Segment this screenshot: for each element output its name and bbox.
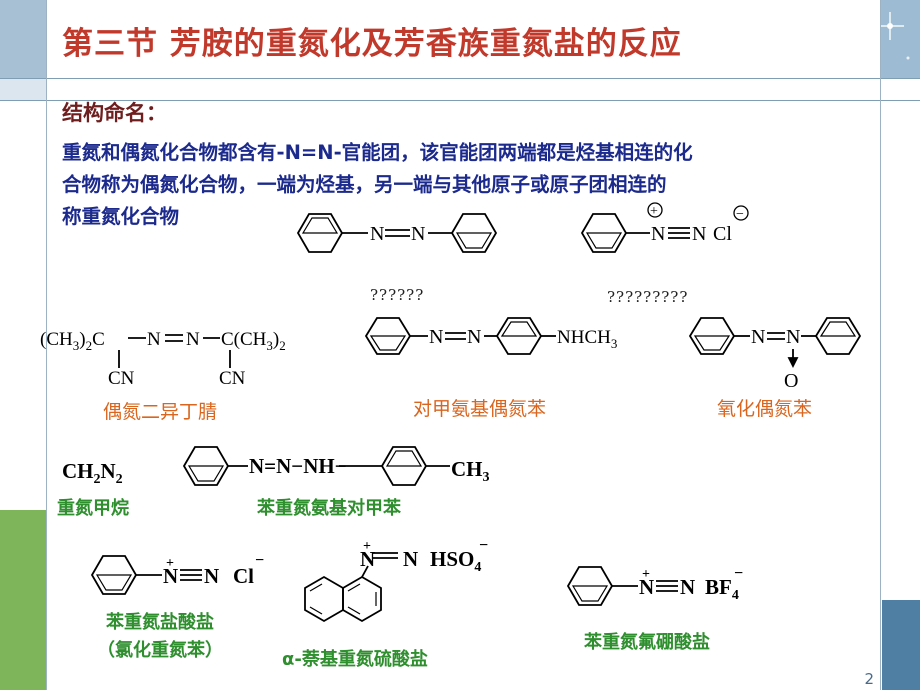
methylamino-n2: N [467, 326, 481, 348]
fluoroborate-anion: BF4 [705, 575, 739, 603]
azoxy-n2: N [786, 326, 800, 348]
section-heading: 结构命名： [62, 101, 167, 125]
left-bar-top [0, 0, 46, 78]
naphthyl-n1: N [360, 547, 375, 571]
label-azoxybenzene: 氧化偶氮苯 [717, 398, 813, 420]
right-strip-blue [882, 600, 920, 690]
benzenediazonium-anion: Cl [233, 564, 254, 588]
label-triazene: 苯重氮氨基对甲苯 [257, 498, 401, 519]
azo-nitrile-right: C(CH3)2 [221, 329, 286, 353]
diazonium-top-n2: N [692, 223, 706, 245]
right-strip-top [880, 0, 920, 78]
azo-nitrile-n2: N [186, 329, 200, 350]
slide-title: 第三节 芳胺的重氮化及芳香族重氮盐的反应 [62, 26, 682, 62]
label-benzenediazonium-line2: （氯化重氮苯） [97, 640, 223, 661]
diazomethane-formula: CH2N2 [62, 459, 123, 487]
methylamino-n1: N [429, 326, 443, 348]
naphthyl-plus: + [363, 539, 371, 554]
label-diazomethane: 重氮甲烷 [57, 498, 129, 519]
azoxy-qmarks: ????????? [607, 288, 689, 306]
fluoroborate-minus: − [734, 565, 743, 582]
naphthyl-anion: HSO4 [430, 547, 481, 575]
azo-nitrile-left: (CH3)2C [40, 329, 105, 353]
azo-nitrile-cn-right: CN [219, 368, 246, 389]
methylaminoazobenzene-structure [364, 317, 556, 355]
azoxy-o: O [784, 370, 798, 392]
diazonium-top-plus: + [650, 204, 658, 219]
diazonium-chloride-top-structure [580, 202, 749, 253]
label-naphthyl: α-萘基重氮硫酸盐 [282, 649, 428, 670]
header-rule-top [0, 78, 920, 79]
left-bar-band [0, 78, 46, 100]
page-number: 2 [864, 670, 874, 688]
description-line-3: 称重氮化合物 [62, 205, 180, 228]
fluoroborate-plus: + [642, 567, 650, 582]
label-fluoroborate: 苯重氮氟硼酸盐 [584, 632, 710, 653]
description-line-1: 重氮和偶氮化合物都含有-N=N-官能团，该官能团两端都是烃基相连的化 [62, 141, 693, 164]
diazonium-top-anion: Cl [713, 223, 732, 245]
benzenediazonium-minus: − [255, 552, 264, 569]
triazene-chain: N=N−NH− [249, 454, 347, 478]
fluoroborate-structure [566, 566, 678, 606]
left-rule [46, 0, 47, 690]
triazene-methyl: CH3 [451, 457, 490, 485]
naphthyl-n2: N [403, 547, 418, 571]
azoxybenzene-structure [688, 317, 862, 369]
naphthyl-minus: − [479, 537, 488, 554]
azo-nitrile-n1: N [147, 329, 161, 350]
fluoroborate-n1: N [639, 575, 654, 599]
label-azo-nitrile: 偶氮二异丁腈 [103, 401, 218, 423]
naphthyl-diazonium-structure [304, 565, 382, 623]
diazonium-top-minus: − [736, 207, 744, 222]
triazene-structure [182, 446, 450, 486]
azo-nitrile-structure [118, 334, 231, 368]
methylamino-substituent: NHCH3 [557, 327, 617, 351]
methylamino-qmarks: ?????? [370, 286, 425, 304]
azobenzene-n2: N [411, 223, 425, 245]
left-bar-white [0, 100, 46, 510]
benzenediazonium-n2: N [204, 564, 219, 588]
azoxy-n1: N [751, 326, 765, 348]
header-rule-bottom [0, 100, 920, 101]
benzenediazonium-chloride-structure [90, 555, 202, 595]
azo-nitrile-cn-left: CN [108, 368, 135, 389]
label-benzenediazonium-line1: 苯重氮盐酸盐 [106, 612, 214, 633]
benzenediazonium-plus: + [166, 556, 174, 571]
azobenzene-n1: N [370, 223, 384, 245]
diazonium-top-n1: N [651, 223, 665, 245]
sparkle-decoration [858, 12, 910, 60]
fluoroborate-n2: N [680, 575, 695, 599]
right-strip-white [880, 100, 920, 600]
azobenzene-structure [296, 213, 498, 253]
description-line-2: 合物称为偶氮化合物，一端为烃基，另一端与其他原子或原子团相连的 [62, 173, 667, 196]
benzenediazonium-n1: N [163, 564, 178, 588]
right-rule [880, 0, 881, 690]
label-methylaminoazobenzene: 对甲氨基偶氮苯 [413, 398, 547, 420]
left-bar-green [0, 510, 46, 690]
